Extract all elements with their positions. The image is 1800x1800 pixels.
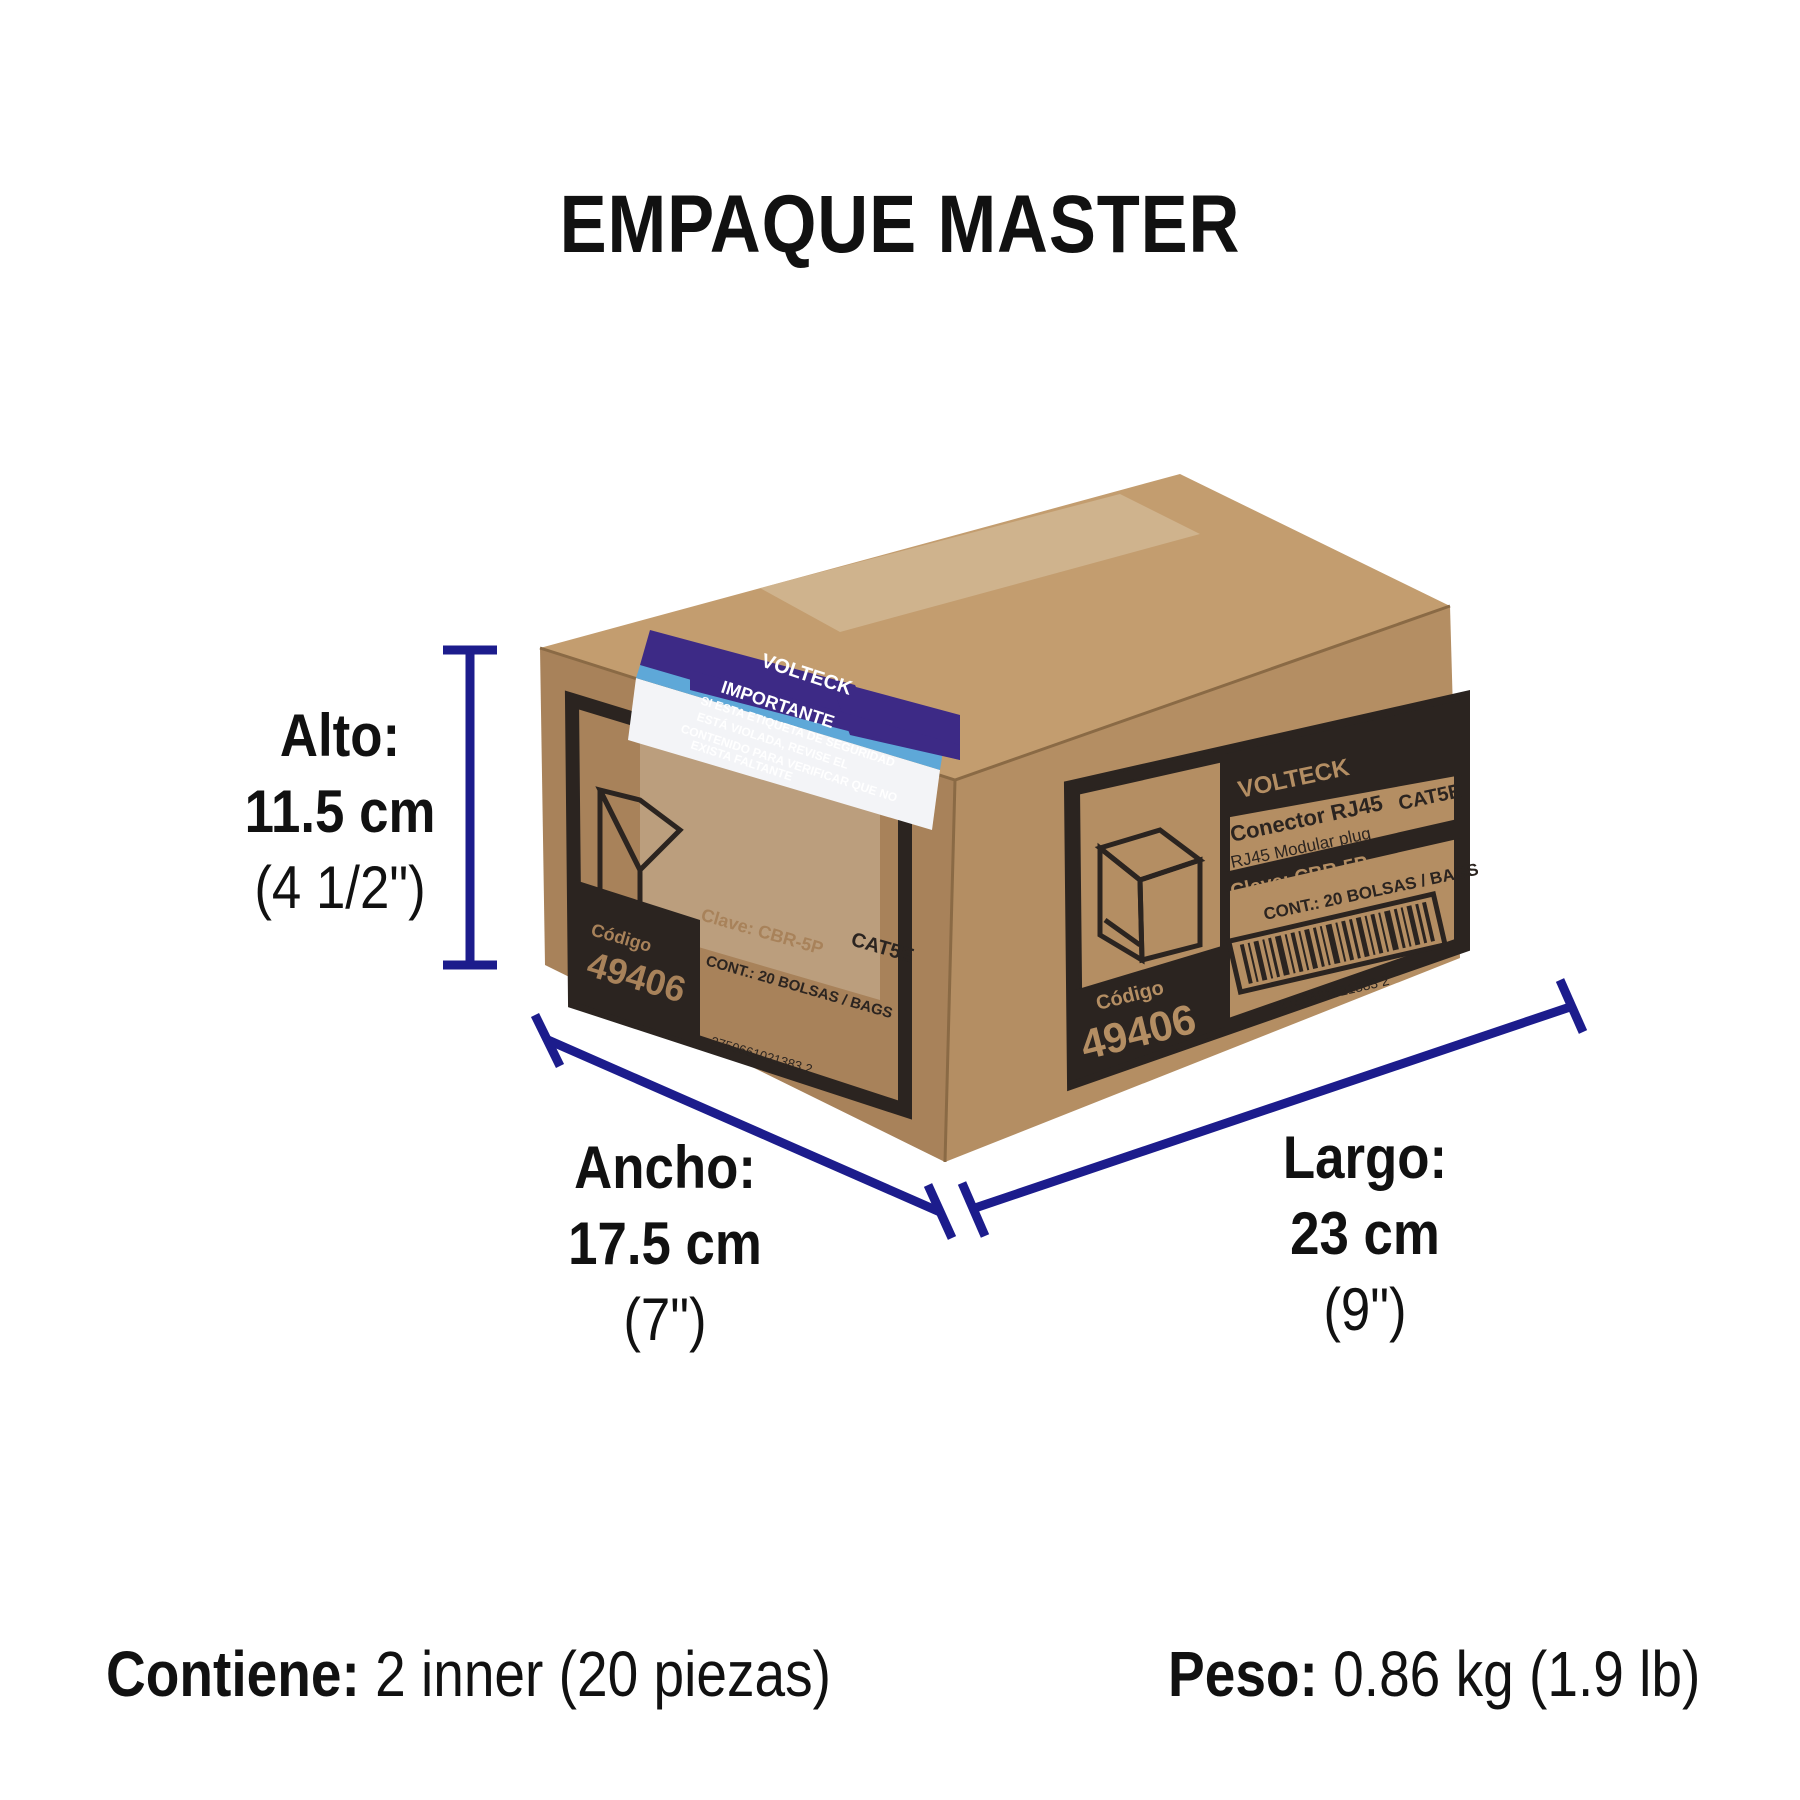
height-label: Alto: 11.5 cm (4 1/2") bbox=[217, 698, 463, 926]
length-metric: 23 cm bbox=[1290, 1200, 1440, 1267]
contents-label: Contiene: bbox=[106, 1638, 360, 1710]
height-metric: 11.5 cm bbox=[244, 778, 436, 845]
weight-info: Peso: 0.86 kg (1.9 lb) bbox=[1168, 1637, 1700, 1711]
length-imperial: (9") bbox=[1323, 1276, 1407, 1343]
width-label-title: Ancho: bbox=[574, 1134, 756, 1201]
contents-info: Contiene: 2 inner (20 piezas) bbox=[106, 1637, 831, 1711]
height-imperial: (4 1/2") bbox=[254, 854, 426, 921]
weight-label: Peso: bbox=[1168, 1638, 1318, 1710]
width-dimension-line bbox=[530, 1013, 957, 1240]
height-label-title: Alto: bbox=[279, 702, 401, 769]
length-label-title: Largo: bbox=[1282, 1124, 1448, 1191]
weight-value: 0.86 kg (1.9 lb) bbox=[1333, 1638, 1701, 1710]
barcode-icon bbox=[1225, 891, 1449, 995]
height-dimension-line bbox=[443, 645, 497, 970]
rj45-connector-icon bbox=[1094, 827, 1206, 965]
packing-tape bbox=[760, 494, 1200, 632]
width-metric: 17.5 cm bbox=[568, 1210, 762, 1277]
length-dimension-line bbox=[957, 978, 1588, 1238]
width-label: Ancho: 17.5 cm (7") bbox=[542, 1130, 788, 1358]
page-title: EMPAQUE MASTER bbox=[559, 179, 1241, 270]
length-label: Largo: 23 cm (9") bbox=[1251, 1120, 1480, 1348]
contents-value: 2 inner (20 piezas) bbox=[375, 1638, 831, 1710]
width-imperial: (7") bbox=[623, 1286, 707, 1353]
